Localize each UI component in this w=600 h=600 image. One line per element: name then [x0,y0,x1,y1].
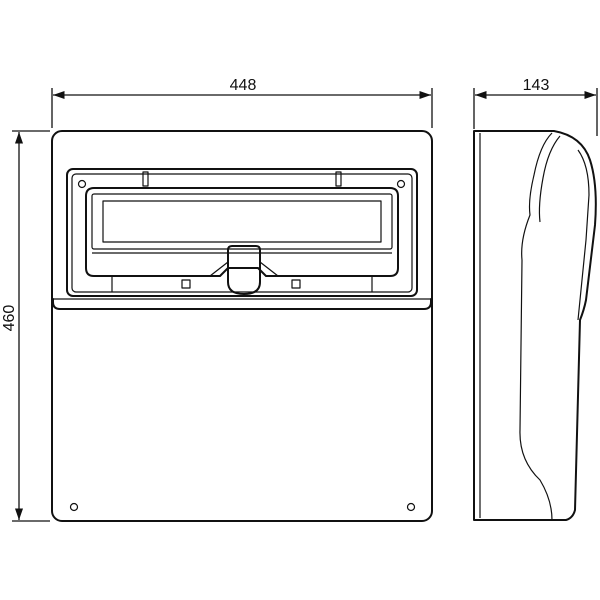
height-dimension: 460 [1,130,50,522]
screw-hole-top-left [77,179,87,189]
fixing-square-right [291,279,301,289]
depth-dimension: 143 [473,77,598,136]
screw-hole-top-right [396,179,406,189]
side-view [473,130,597,521]
breaker-window [66,168,418,297]
enclosure-outline [51,130,433,522]
side-body-outline [473,130,597,521]
side-door-curve [519,132,553,521]
depth-label: 143 [523,77,550,94]
cover-latch [227,245,261,295]
height-label: 460 [1,305,18,332]
mounting-hole-bottom-right [406,502,416,512]
mounting-hole-bottom-left [69,502,79,512]
hinged-cover [85,187,399,277]
top-panel-divider [52,298,432,310]
fixing-square-left [181,279,191,289]
width-label: 448 [230,77,257,94]
label-strip [102,200,382,243]
front-view [51,130,433,522]
width-dimension: 448 [51,77,433,128]
